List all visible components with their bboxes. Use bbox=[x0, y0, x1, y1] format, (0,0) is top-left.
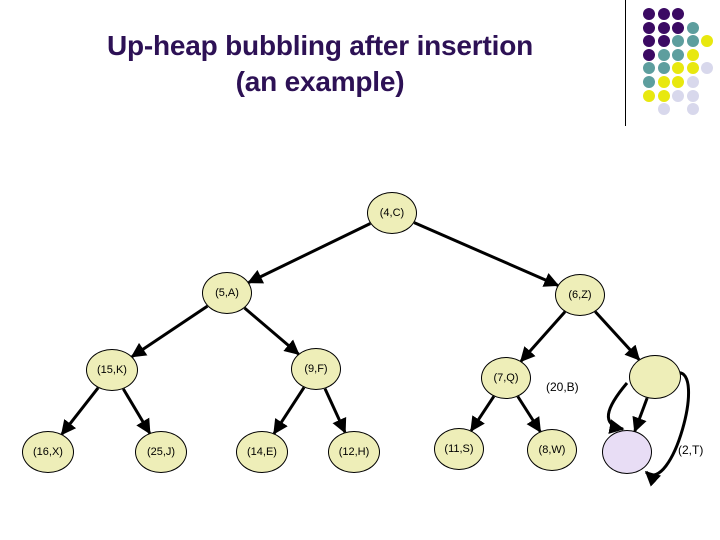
tree-edge bbox=[122, 388, 151, 435]
tree-node-label: (16,X) bbox=[33, 446, 63, 458]
logo-dot bbox=[643, 48, 655, 61]
logo-dot bbox=[657, 103, 670, 116]
tree-edge bbox=[243, 306, 300, 356]
logo-dot bbox=[686, 89, 699, 102]
tree-node[interactable]: (7,Q) bbox=[481, 357, 531, 399]
tree-edge bbox=[632, 397, 649, 433]
logo-dot bbox=[672, 48, 685, 61]
tree-edge bbox=[130, 304, 209, 358]
tree-node-label: (7,Q) bbox=[493, 372, 519, 384]
logo-dot bbox=[657, 89, 670, 102]
tree-node[interactable]: (11,S) bbox=[434, 428, 484, 470]
logo-dot bbox=[701, 35, 714, 48]
tree-edge bbox=[247, 222, 372, 284]
logo-dot bbox=[686, 48, 699, 61]
tree-node-label: (4,C) bbox=[379, 207, 405, 219]
tree-node[interactable] bbox=[602, 430, 652, 474]
tree-node-label: (12,H) bbox=[338, 446, 370, 458]
tree-node-label: (6,Z) bbox=[568, 289, 592, 301]
tree-node-label: (11,S) bbox=[444, 443, 474, 455]
logo-dot bbox=[657, 21, 670, 34]
tree-node-label: (5,A) bbox=[215, 287, 239, 299]
logo-dot bbox=[657, 62, 670, 75]
logo-dot bbox=[643, 62, 655, 75]
tree-node[interactable]: (9,F) bbox=[291, 348, 341, 390]
title-line-2: (an example) bbox=[235, 65, 405, 97]
tree-node[interactable]: (25,J) bbox=[135, 431, 187, 473]
tree-node[interactable]: (12,H) bbox=[328, 431, 380, 473]
tree-node-external-label: (2,T) bbox=[678, 443, 704, 457]
tree-node[interactable]: (14,E) bbox=[236, 431, 288, 473]
tree-node-label: (8,W) bbox=[538, 444, 566, 456]
logo-divider-line bbox=[625, 0, 626, 126]
tree-edge bbox=[323, 387, 347, 434]
logo-dot bbox=[657, 8, 670, 20]
logo-dot bbox=[672, 35, 685, 48]
tree-edge bbox=[516, 395, 542, 433]
tree-node-label: (15,K) bbox=[97, 364, 127, 376]
logo-dot bbox=[672, 21, 685, 34]
tree-edge bbox=[519, 310, 567, 363]
tree-node[interactable]: (8,W) bbox=[527, 429, 577, 471]
tree-node-label: (25,J) bbox=[146, 446, 176, 458]
logo-dot bbox=[686, 103, 699, 116]
tree-node-external-label: (20,B) bbox=[546, 380, 579, 394]
logo-dot bbox=[686, 76, 699, 88]
title-line-1: Up-heap bubbling after insertion bbox=[106, 30, 534, 61]
logo-dot bbox=[686, 35, 699, 48]
decorative-dot-grid-icon bbox=[643, 8, 714, 120]
logo-dot bbox=[657, 76, 670, 88]
tree-edge bbox=[60, 386, 100, 436]
logo-dot bbox=[643, 8, 655, 20]
tree-edge bbox=[594, 310, 641, 361]
logo-dot bbox=[672, 76, 685, 88]
logo-dot bbox=[672, 89, 685, 102]
tree-node[interactable]: (15,K) bbox=[86, 349, 138, 391]
logo-dot bbox=[672, 8, 685, 20]
tree-node[interactable]: (5,A) bbox=[202, 272, 252, 314]
logo-dot bbox=[686, 62, 699, 75]
tree-node-label: (14,E) bbox=[247, 446, 277, 458]
tree-edge bbox=[413, 221, 560, 287]
logo-dot bbox=[657, 48, 670, 61]
logo-dot bbox=[657, 35, 670, 48]
logo-dot bbox=[643, 21, 655, 34]
tree-node[interactable] bbox=[629, 355, 681, 399]
page-title: Up-heap bubbling after insertion (an exa… bbox=[40, 28, 600, 100]
logo-dot bbox=[643, 35, 655, 48]
tree-edge bbox=[606, 382, 629, 434]
tree-edge bbox=[469, 395, 496, 432]
logo-dot bbox=[643, 76, 655, 88]
tree-node[interactable]: (16,X) bbox=[22, 431, 74, 473]
tree-node[interactable]: (6,Z) bbox=[555, 274, 605, 316]
tree-edge bbox=[272, 386, 306, 435]
logo-dot bbox=[701, 62, 714, 75]
logo-dot bbox=[643, 89, 655, 102]
logo-dot bbox=[672, 62, 685, 75]
logo-dot bbox=[686, 21, 699, 34]
tree-node[interactable]: (4,C) bbox=[367, 192, 417, 234]
tree-node-label: (9,F) bbox=[304, 363, 328, 375]
